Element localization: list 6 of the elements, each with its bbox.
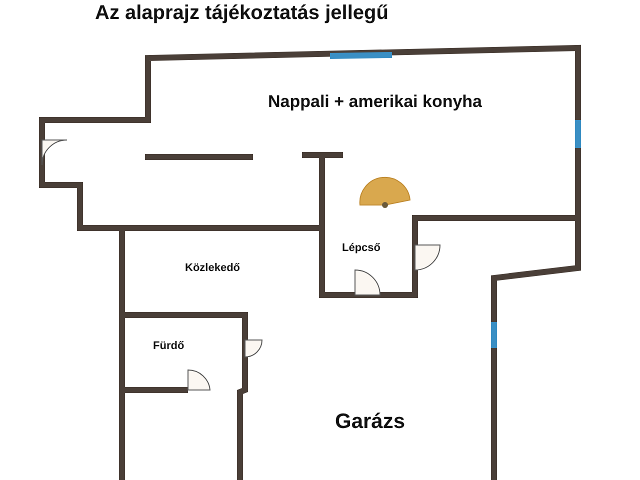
room-label: Közlekedő (185, 262, 240, 274)
plan-title: Az alaprajz tájékoztatás jellegű (95, 2, 388, 25)
room-label: Lépcső (342, 242, 381, 254)
room-label: Fürdő (153, 340, 184, 352)
room-label: Nappali + amerikai konyha (268, 92, 482, 112)
room-label: Garázs (335, 410, 406, 434)
